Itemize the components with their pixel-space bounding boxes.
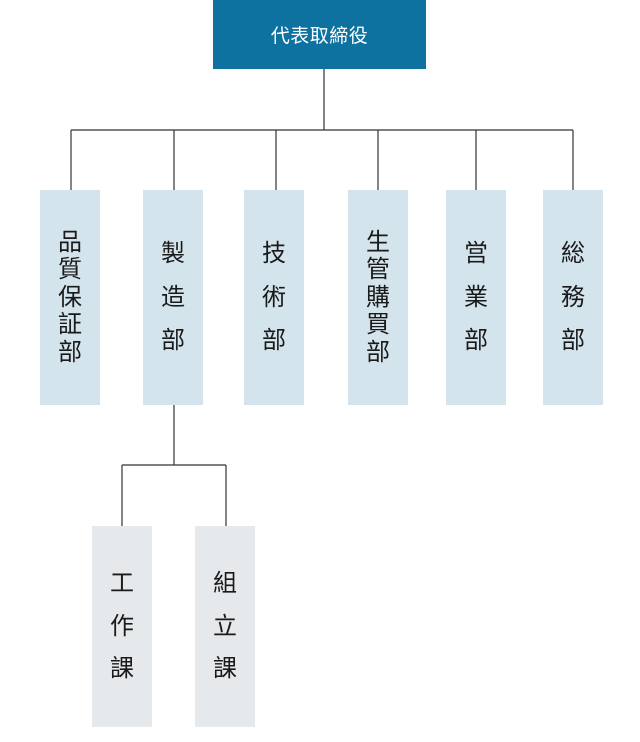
label-char: 務 (561, 282, 585, 311)
dept-label: 技術部 (262, 224, 286, 371)
label-char: 質 (58, 255, 82, 284)
section-label: 組立課 (213, 555, 237, 698)
label-char: 業 (464, 282, 488, 311)
label-char: 総 (561, 239, 585, 268)
dept-label: 製造部 (161, 224, 185, 371)
label-char: 技 (262, 239, 286, 268)
section-label: 工作課 (110, 555, 134, 698)
label-char: 部 (161, 326, 185, 355)
dept-manufacturing: 製造部 (143, 190, 203, 405)
label-char: 工 (110, 569, 134, 598)
label-char: 購 (366, 282, 390, 311)
ceo-box: 代表取締役 (213, 0, 426, 69)
dept-label: 品質保証部 (58, 227, 82, 367)
label-char: 作 (110, 611, 134, 640)
label-char: 証 (58, 310, 82, 339)
label-char: 生 (366, 227, 390, 256)
label-char: 部 (561, 326, 585, 355)
dept-quality-assurance: 品質保証部 (40, 190, 100, 405)
label-char: 造 (161, 282, 185, 311)
label-char: 管 (366, 255, 390, 284)
dept-engineering: 技術部 (244, 190, 304, 405)
label-char: 部 (464, 326, 488, 355)
dept-label: 生管購買部 (366, 227, 390, 367)
label-char: 課 (213, 654, 237, 683)
label-char: 組 (213, 569, 237, 598)
section-machining: 工作課 (92, 526, 152, 727)
ceo-label: 代表取締役 (270, 25, 369, 47)
label-char: 買 (366, 310, 390, 339)
dept-label: 総務部 (561, 224, 585, 371)
label-char: 術 (262, 282, 286, 311)
label-char: 部 (58, 337, 82, 366)
label-char: 立 (213, 611, 237, 640)
label-char: 課 (110, 654, 134, 683)
section-assembly: 組立課 (195, 526, 255, 727)
label-char: 営 (464, 239, 488, 268)
dept-sales: 営業部 (446, 190, 506, 405)
label-char: 部 (366, 337, 390, 366)
dept-general-affairs: 総務部 (543, 190, 603, 405)
label-char: 品 (58, 227, 82, 256)
label-char: 製 (161, 239, 185, 268)
label-char: 保 (58, 282, 82, 311)
dept-production-purchasing: 生管購買部 (348, 190, 408, 405)
dept-label: 営業部 (464, 224, 488, 371)
label-char: 部 (262, 326, 286, 355)
